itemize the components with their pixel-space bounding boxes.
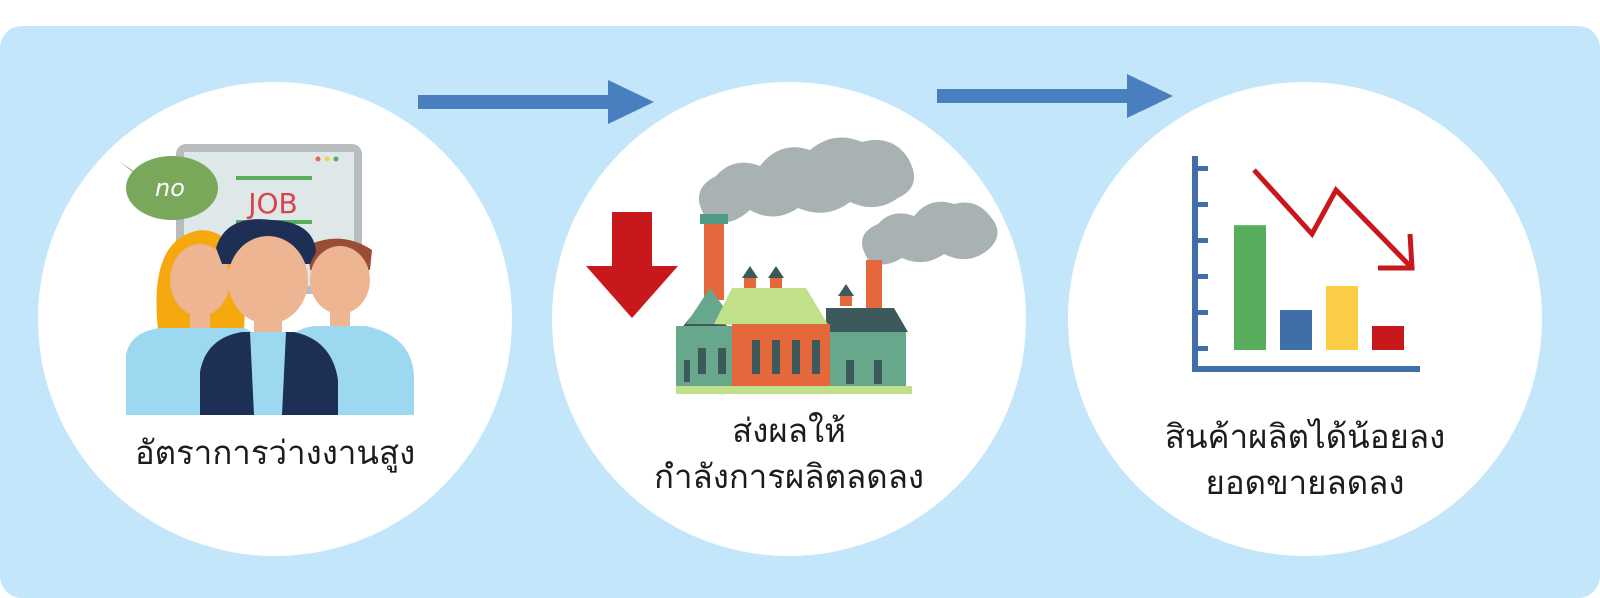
- speech-bubble-text: no: [155, 174, 185, 202]
- unemployed-people-icon: JOB no: [120, 144, 414, 415]
- chart-bar-3: [1326, 286, 1358, 350]
- step-2-caption-line-1: ส่งผลให้: [732, 411, 846, 450]
- step-2-caption-line-2: กำลังการผลิตลดลง: [653, 457, 925, 496]
- step-3-caption-line-2: ยอดขายลดลง: [1205, 463, 1405, 502]
- factory-decline-icon: [676, 137, 998, 394]
- chart-bar-1: [1234, 225, 1266, 350]
- step-2-caption: ส่งผลให้ กำลังการผลิตลดลง: [552, 408, 1026, 500]
- step-3-caption-line-1: สินค้าผลิตได้น้อยลง: [1164, 417, 1446, 456]
- chart-bar-2: [1280, 310, 1312, 350]
- flow-arrow-2: [937, 74, 1173, 118]
- step-1-caption-line-1: อัตราการว่างงานสูง: [134, 433, 416, 472]
- chart-bars: [1234, 225, 1404, 350]
- flow-arrow-1: [418, 80, 654, 124]
- step-1-caption: อัตราการว่างงานสูง: [38, 430, 512, 476]
- chart-bar-4: [1372, 326, 1404, 350]
- trend-arrow-icon: [1252, 168, 1414, 270]
- down-arrow-icon: [586, 212, 678, 318]
- step-3-caption: สินค้าผลิตได้น้อยลง ยอดขายลดลง: [1068, 414, 1542, 506]
- declining-chart-icon: [1192, 156, 1420, 372]
- job-screen-text: JOB: [246, 187, 298, 220]
